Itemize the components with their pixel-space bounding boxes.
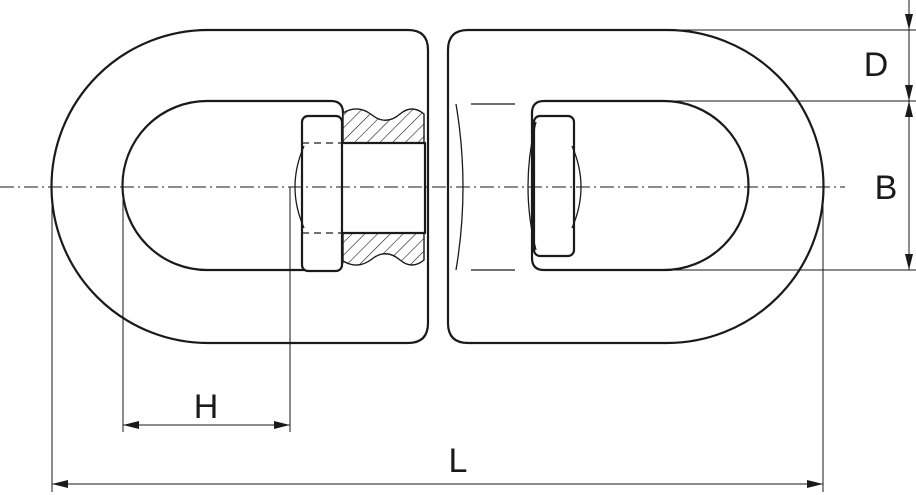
dimension-h-label: H	[194, 388, 219, 426]
thread-section-top	[342, 108, 425, 144]
h-arrow-right	[274, 421, 290, 429]
b-arrow-top	[905, 101, 913, 117]
bolt-shank	[338, 141, 427, 235]
thread-section-bottom	[342, 232, 425, 266]
right-bolt-head	[532, 114, 576, 258]
d-arrow-top	[905, 14, 913, 30]
b-arrow-bottom	[905, 254, 913, 270]
right-eye-inner-opening	[530, 99, 750, 272]
dimension-d-label: D	[864, 46, 889, 84]
dimension-b-label: B	[875, 169, 898, 207]
d-arrow-bottom	[905, 85, 913, 101]
dimension-l-label: L	[449, 442, 468, 480]
l-arrow-right	[807, 480, 823, 488]
l-arrow-left	[52, 480, 68, 488]
left-bolt-head	[300, 114, 344, 273]
h-arrow-left	[123, 421, 139, 429]
